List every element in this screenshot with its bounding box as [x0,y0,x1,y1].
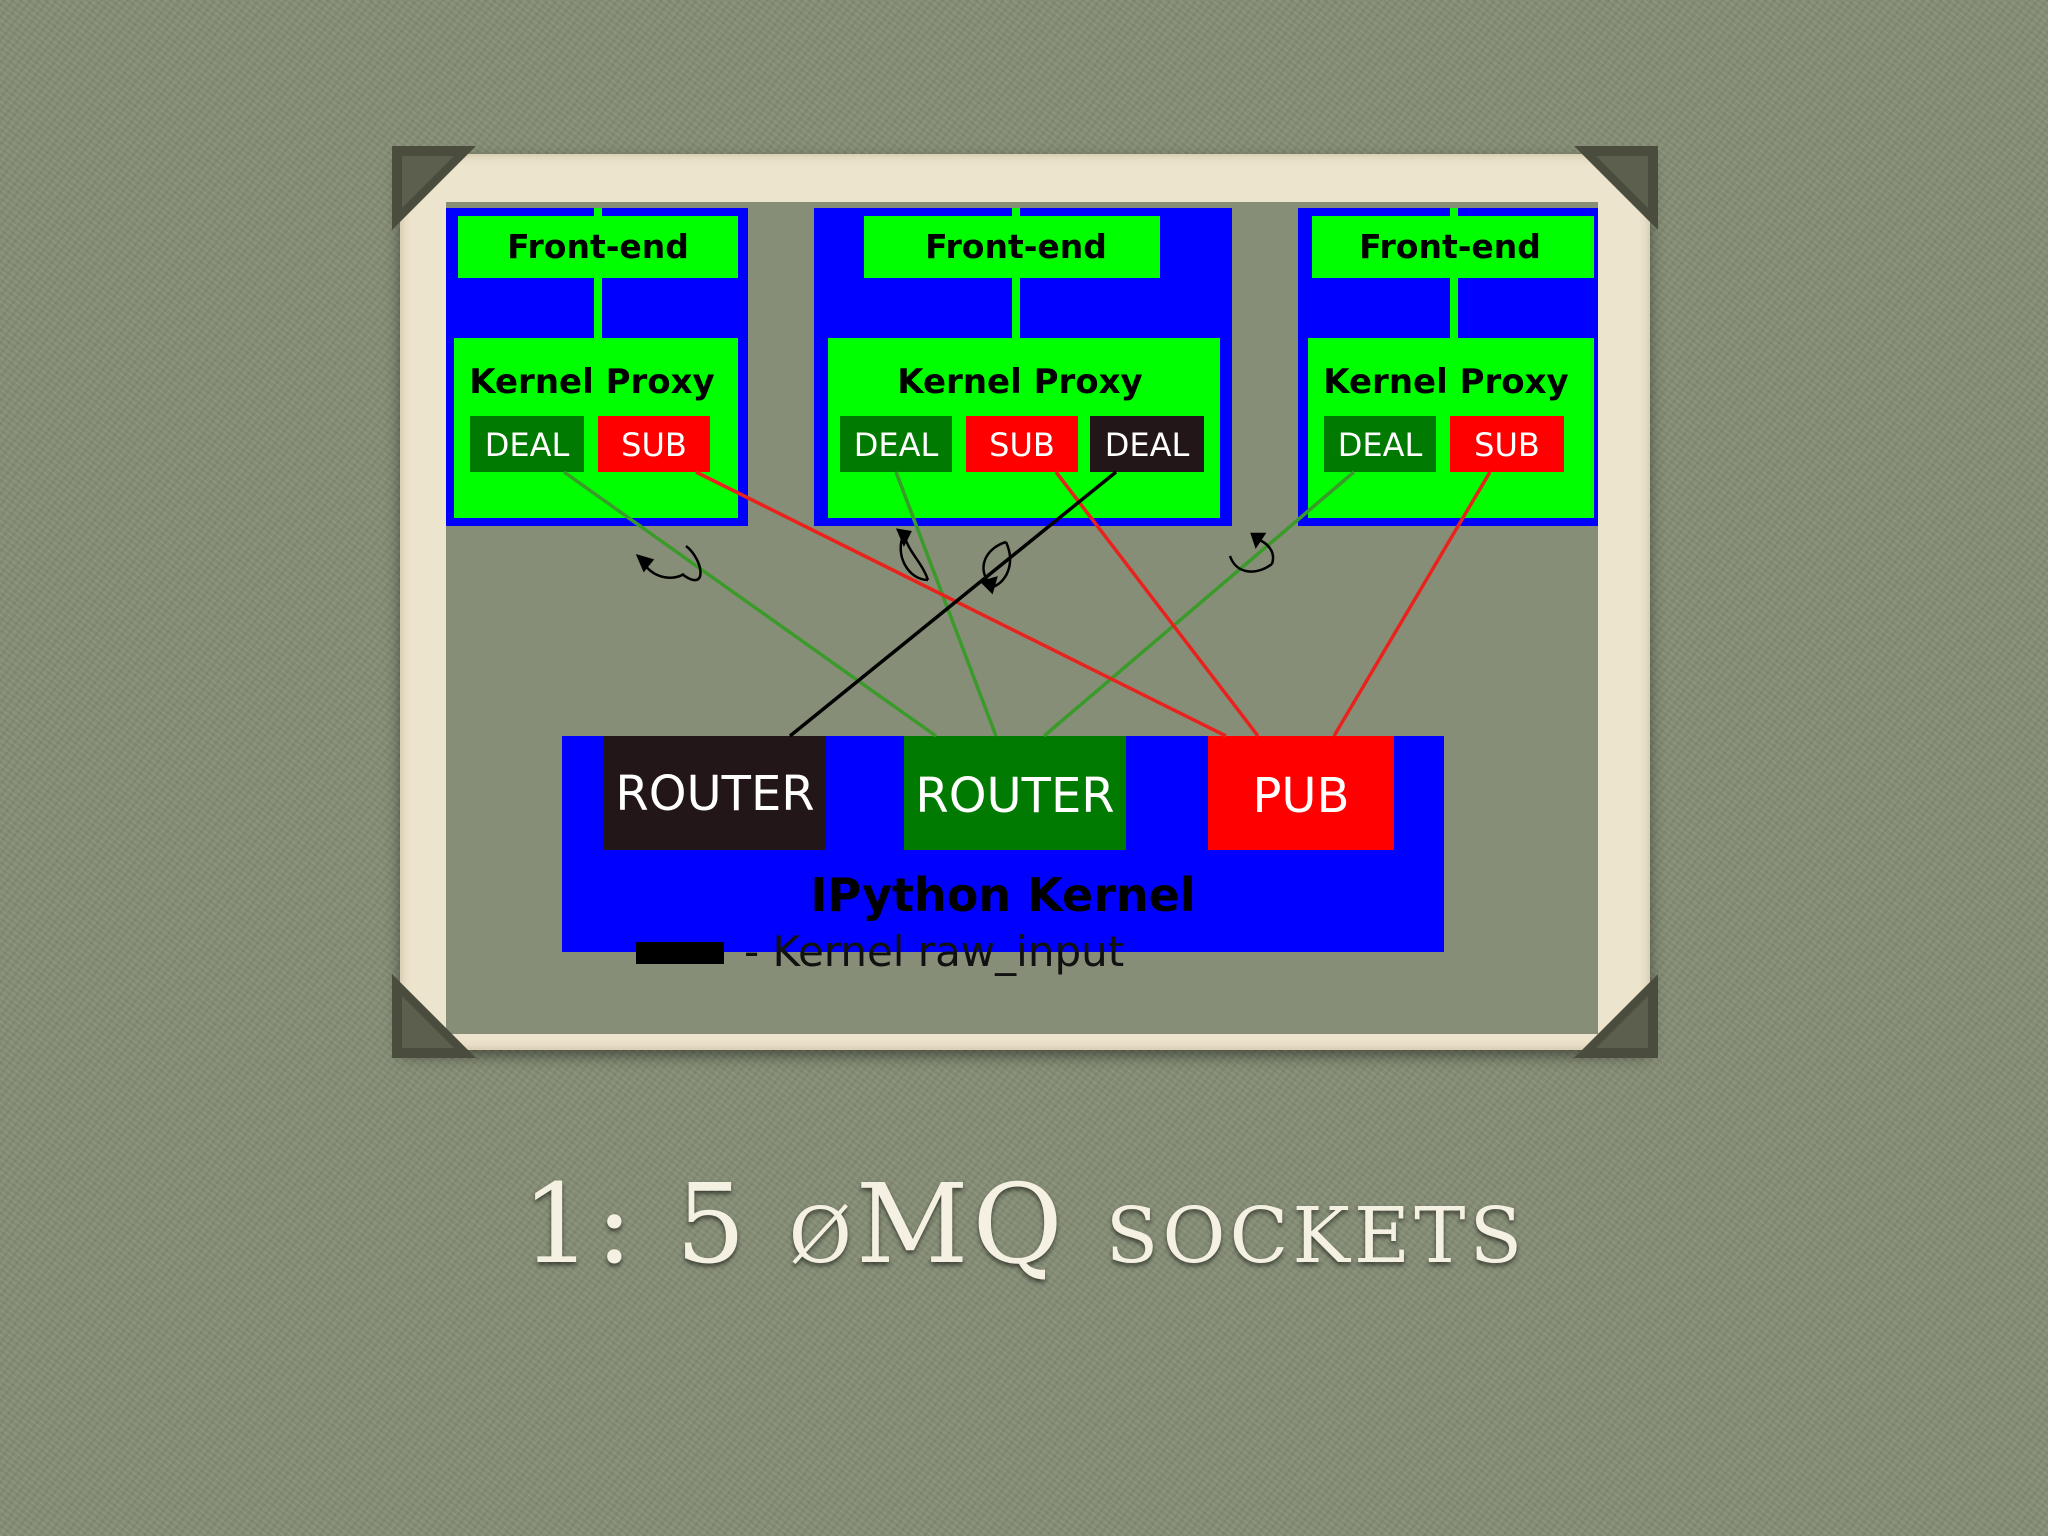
round-trip-icons [635,528,1275,595]
router-label: ROUTER [915,768,1114,824]
connection-line [1042,470,1356,738]
deal-socket-label: DEAL [485,426,570,464]
photo-corner-icon [1574,974,1658,1058]
deal-socket [1324,416,1436,472]
frontend-label: Front-end [507,227,689,266]
raw-input-router-label: ROUTER [615,766,814,822]
slide-title: 1: 5 øMQ sockets [521,1160,1527,1288]
legend-text: - Kernel raw_input [744,927,1124,976]
photo-corner-icon [1574,146,1658,230]
deal-socket-label: DEAL [1338,426,1423,464]
frontend-group-1: Front-end Kernel Proxy DEAL SUB [446,208,748,526]
frontend-label: Front-end [1359,227,1541,266]
connections [562,470,1492,738]
sub-socket-label: SUB [1474,426,1540,464]
sub-socket [966,416,1078,472]
photo-corner-icon [392,974,476,1058]
router-socket [904,736,1126,850]
deal-socket-label: DEAL [854,426,939,464]
legend: - Kernel raw_input [636,927,1124,976]
connection-line [1332,471,1492,737]
frontend-box [1312,216,1594,278]
connection-line [1054,470,1260,738]
kernel-group: ROUTER ROUTER PUB IPython Kernel [562,736,1444,952]
connection-line [894,471,998,737]
kernel-proxy-label: Kernel Proxy [469,362,714,402]
raw-input-router-socket [604,736,826,850]
frontend-group-2: Front-end Kernel Proxy DEAL SUB DEAL [814,208,1232,526]
frontend-box [458,216,738,278]
connection-line [562,470,938,738]
sub-socket [1450,416,1564,472]
connection-line [788,470,1118,738]
pub-label: PUB [1252,768,1349,824]
raw-input-deal-socket [1090,416,1204,472]
deal-socket [470,416,584,472]
pub-socket [1208,736,1394,850]
sub-socket-label: SUB [989,426,1055,464]
kernel-proxy-label: Kernel Proxy [897,362,1142,402]
photo-corner-icon [392,146,476,230]
ipython-kernel-label: IPython Kernel [810,868,1195,922]
deal-socket [840,416,952,472]
photo-frame: Front-end Kernel Proxy DEAL SUB Front-en… [392,146,1658,1058]
frontend-box [864,216,1160,278]
kernel-proxy-label: Kernel Proxy [1323,362,1568,402]
round-trip-arrow-icon [681,545,702,582]
sub-socket-label: SUB [621,426,687,464]
diagram-photo: Front-end Kernel Proxy DEAL SUB Front-en… [446,202,1598,1034]
connection-line [695,470,1227,738]
raw-input-deal-socket-label: DEAL [1105,426,1190,464]
architecture-diagram: Front-end Kernel Proxy DEAL SUB Front-en… [446,202,1598,1034]
frontend-group-3: Front-end Kernel Proxy DEAL SUB [1298,208,1598,526]
frontend-label: Front-end [925,227,1107,266]
sub-socket [598,416,710,472]
legend-swatch [636,942,724,964]
